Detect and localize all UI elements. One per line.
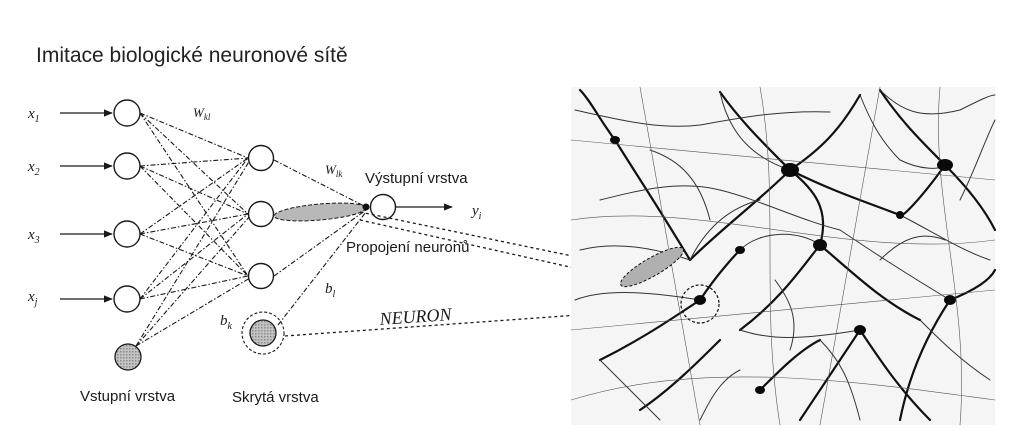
- label-input-layer: Vstupní vrstva: [80, 388, 176, 405]
- input-neuron-j: [113, 285, 141, 313]
- input-neuron-2: [113, 152, 141, 180]
- hidden-bias-neuron: [249, 319, 277, 347]
- synapse-dot: [362, 203, 370, 211]
- label-hidden-layer: Skrytá vrstva: [232, 389, 319, 406]
- hidden-neuron-3: [247, 262, 275, 290]
- input-symbols: x1 x2 x3 xj: [27, 106, 40, 308]
- input-arrows: [60, 109, 113, 303]
- hidden-neuron-2: [247, 200, 275, 228]
- label-bias-k: bk: [220, 313, 233, 332]
- label-output-y: yi: [470, 203, 482, 222]
- label-weight-lk: Wlk: [325, 162, 343, 179]
- diagram-title: Imitace biologické neuronové sítě: [36, 44, 348, 67]
- label-output-layer: Výstupní vrstva: [365, 170, 468, 187]
- network-connections: [135, 112, 367, 347]
- hidden-neuron-1: [247, 144, 275, 172]
- input-neurons: [113, 99, 141, 313]
- input-neuron-3: [113, 220, 141, 248]
- hidden-neurons: [247, 144, 275, 290]
- label-bias-l: bl: [325, 281, 336, 300]
- label-x1: x1: [27, 106, 40, 125]
- input-neuron-1: [113, 99, 141, 127]
- label-connection: Propojení neuronů: [346, 239, 469, 256]
- label-xj: xj: [27, 289, 38, 308]
- output-neuron: [369, 193, 397, 221]
- label-weight-kl: Wkl: [193, 105, 211, 122]
- label-x2: x2: [27, 159, 40, 178]
- input-bias-neuron: [114, 343, 142, 371]
- label-x3: x3: [27, 227, 40, 246]
- connection-highlight: [273, 202, 367, 222]
- neuron-micrograph: [570, 86, 997, 426]
- hidden-bias-ring: [241, 311, 285, 355]
